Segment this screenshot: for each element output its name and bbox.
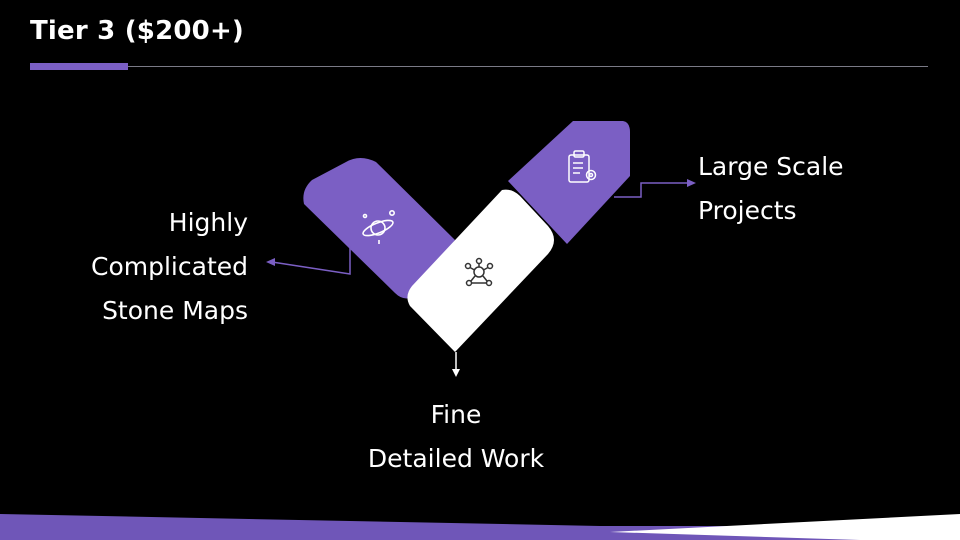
title-divider [128, 66, 928, 67]
footer-white-wedge [610, 514, 960, 540]
label-bottom: Fine Detailed Work [346, 393, 566, 481]
label-right-line-1: Large Scale [698, 152, 844, 181]
label-left-line-2: Complicated [91, 252, 248, 281]
label-bottom-line-2: Detailed Work [367, 444, 545, 473]
left-tile [303, 158, 455, 299]
right-connector [614, 182, 690, 198]
bottom-connector-arrow [452, 369, 460, 377]
center-tile [407, 189, 554, 352]
label-left: Highly Complicated Stone Maps [40, 201, 248, 333]
label-left-line-1: Highly [168, 208, 248, 237]
label-bottom-line-1: Fine [430, 400, 482, 429]
left-connector [271, 246, 351, 275]
planet-icon [362, 210, 395, 244]
title-accent-bar [30, 63, 128, 70]
right-connector-arrow [687, 179, 696, 187]
clipboard-gear-icon [568, 150, 597, 183]
left-connector-arrow [266, 258, 275, 266]
label-right: Large Scale Projects [698, 145, 844, 233]
label-right-line-2: Projects [698, 196, 797, 225]
network-icon [464, 257, 494, 287]
label-left-line-3: Stone Maps [102, 296, 248, 325]
slide-title: Tier 3 ($200+) [30, 16, 245, 46]
right-tile [508, 121, 630, 244]
